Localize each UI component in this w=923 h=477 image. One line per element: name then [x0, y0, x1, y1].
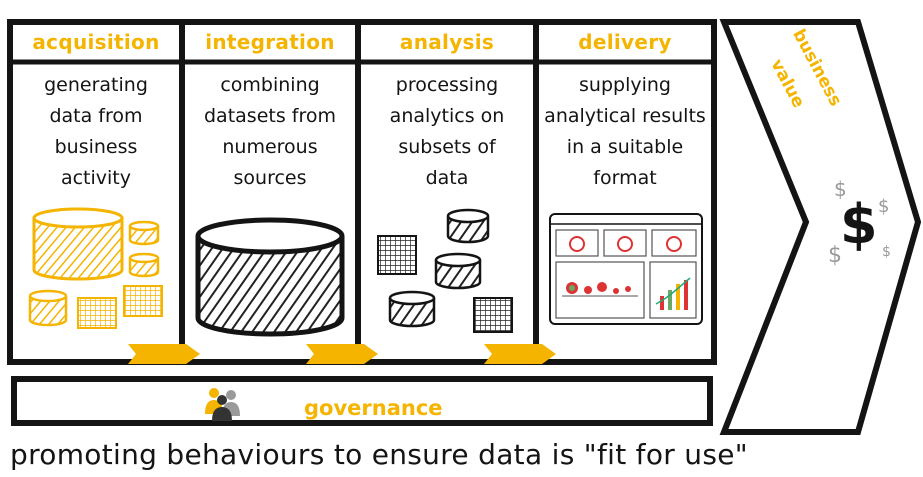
stage-delivery: delivery supplying analytical results in… — [536, 22, 714, 362]
stage-analysis: analysis processing analytics on subsets… — [358, 22, 536, 362]
arrow-integration-to-analysis — [306, 344, 378, 364]
dollar-icon: $ — [840, 193, 878, 256]
arrow-acquisition-to-integration — [128, 344, 200, 364]
business-value-chevron — [719, 19, 922, 435]
small-dollar-icon: $ — [834, 177, 847, 201]
stage-description: processing analytics on subsets of data — [389, 74, 505, 189]
small-dollar-icon: $ — [828, 243, 842, 268]
stage-acquisition: acquisition generating data from busines… — [10, 22, 182, 362]
acquisition-data-icons — [28, 207, 163, 329]
governance-bar — [11, 376, 713, 426]
stage-title: acquisition — [32, 30, 160, 54]
stage-title: analysis — [399, 30, 495, 54]
stage-title: delivery — [578, 30, 672, 54]
stage-description: generating data from business activity — [44, 74, 148, 189]
arrow-analysis-to-delivery — [484, 344, 556, 364]
stage-frame-delivery — [533, 19, 717, 365]
stage-integration: integration combining datasets from nume… — [182, 22, 358, 362]
stage-description: combining datasets from numerous sources — [204, 74, 336, 189]
small-dollar-icon: $ — [882, 244, 891, 260]
tagline: promoting behaviours to ensure data is "… — [10, 438, 748, 471]
stage-title: integration — [205, 30, 335, 54]
people-icon — [205, 388, 240, 421]
analysis-data-icons — [377, 208, 513, 333]
governance-label: governance — [304, 396, 443, 420]
integration-data-icon — [195, 217, 345, 337]
small-dollar-icon: $ — [878, 196, 889, 217]
stage-description: supplying analytical results in a suitab… — [544, 74, 706, 189]
delivery-dashboard-icon — [549, 213, 703, 325]
